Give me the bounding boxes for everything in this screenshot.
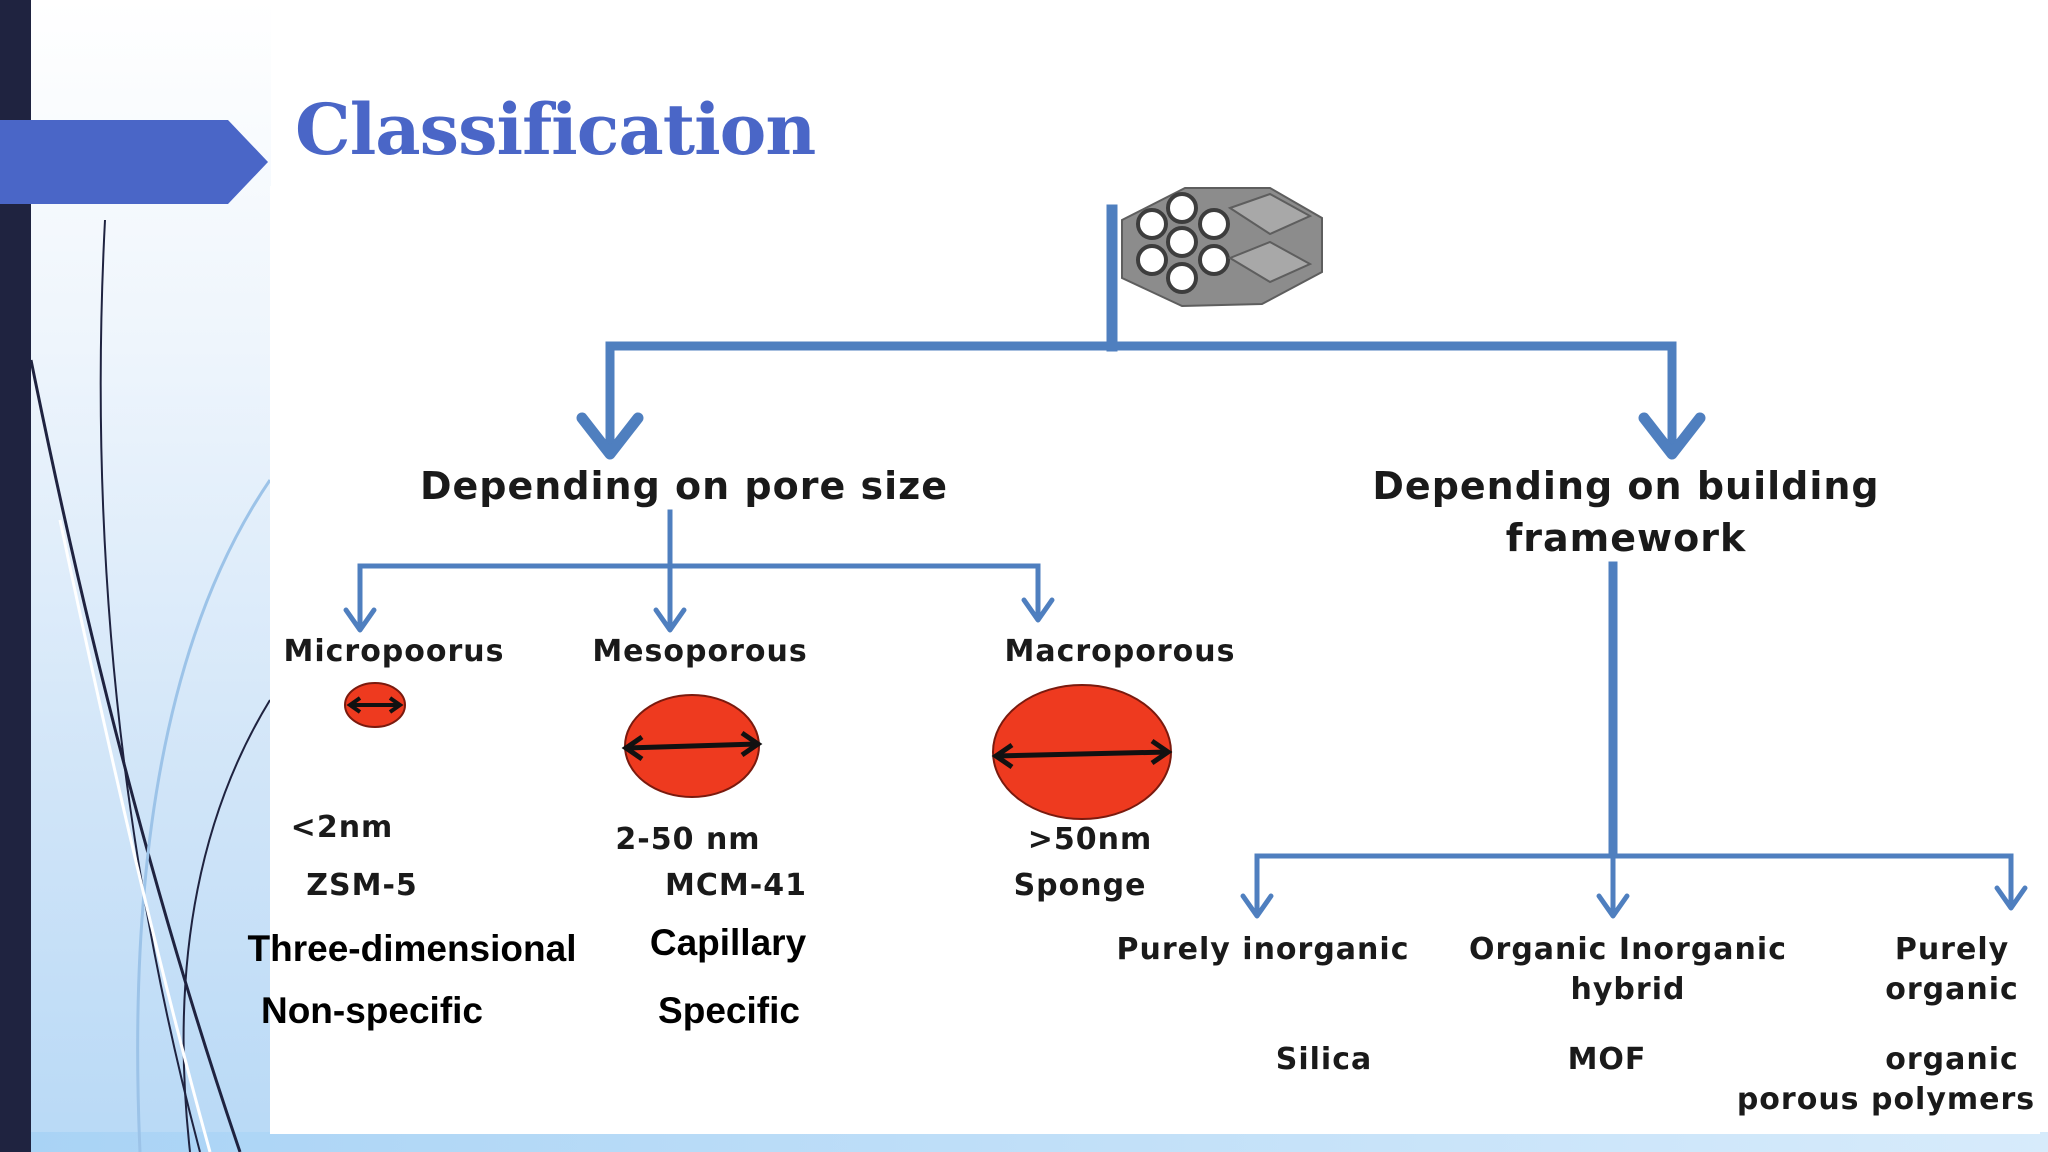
slide-title: Classification [295,88,816,171]
micropore-structure: Three-dimensional [247,928,577,969]
micropore-label: Micropoorus [283,634,505,669]
micro-arrowhead-icon [343,607,377,633]
inorganic-arrowhead-icon [1240,893,1274,919]
purely-organic-label-line2: organic [1885,972,2019,1007]
left-branch-arrowhead-icon [576,412,644,460]
pore-size-heading: Depending on pore size [419,464,949,508]
framework-heading-line1: Depending on building [1372,464,1880,508]
inorganic-example: Silica [1275,1042,1373,1077]
pore-circles [344,682,1173,820]
micropore-specificity: Non-specific [260,990,484,1031]
framework-heading-line2: framework [1505,516,1747,560]
right-branch-arrowhead-icon [1638,412,1706,460]
bottom-gradient-strip [31,1132,2048,1152]
diagram-connectors [343,187,2028,919]
hybrid-arrowhead-icon [1596,893,1630,919]
micropore-example: ZSM-5 [306,868,418,903]
meso-arrowhead-icon [653,607,687,633]
decorative-curves [29,219,272,1152]
mesopore-structure: Capillary [649,922,807,963]
mesopore-label: Mesoporous [592,634,808,669]
macropore-size: >50nm [1027,822,1153,857]
purely-inorganic-label: Purely inorganic [1116,932,1410,967]
hexagonal-pore-structure-icon [1121,187,1323,308]
mesopore-example: MCM-41 [665,868,807,903]
hybrid-example: MOF [1567,1042,1647,1077]
diagram-panel: Depending on pore size Depending on buil… [248,186,2040,1134]
hybrid-label-line1: Organic Inorganic [1469,932,1787,967]
mesopore-specificity: Specific [658,990,800,1031]
organic-arrowhead-icon [1994,885,2028,911]
organic-example-line2: porous polymers [1736,1082,2036,1117]
macropore-example: Sponge [1013,868,1147,903]
macropore-label: Macroporous [1004,634,1236,669]
title-arrow-icon [0,120,268,204]
hybrid-label-line2: hybrid [1570,972,1686,1007]
organic-example-line1: organic [1885,1042,2019,1077]
macro-arrowhead-icon [1021,597,1055,623]
micropore-size: <2nm [290,810,394,845]
purely-organic-label-line1: Purely [1894,932,2010,967]
mesopore-size: 2-50 nm [615,822,761,857]
